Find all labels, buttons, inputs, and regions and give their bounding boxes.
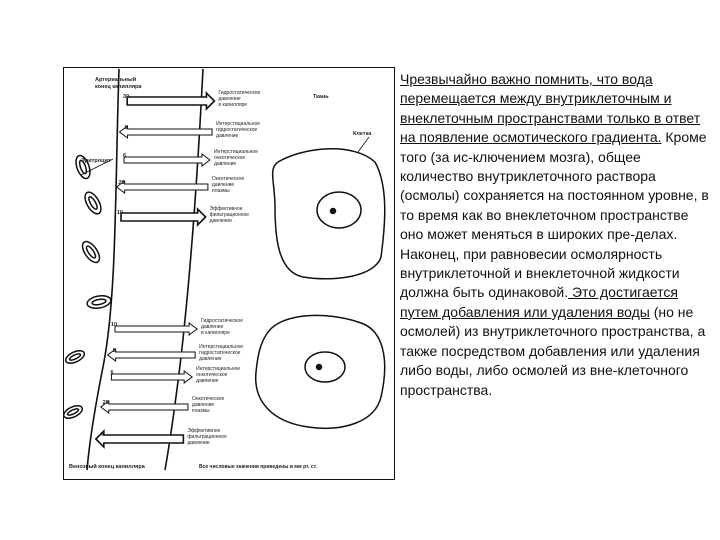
arterial-end-label-line2: конец капилляра [95,84,142,90]
cell-lower [255,314,386,429]
venous-pressure-label: Интерстициальное [199,344,243,350]
erythrocyte-pointer [80,158,114,176]
arterial-pressure-label: Интерстициальное [216,121,260,127]
arterial-pressure-value: 28 [118,180,124,186]
erythrocyte [81,240,101,264]
arterial-pressure-arrow [126,91,216,111]
venous-pressure-value: 8 [113,348,116,354]
osmotic-gradient-sentence: Чрезвычайно важно помнить, что вода пере… [400,71,701,146]
arterial-pressure-label: Гидростатическое [218,90,260,96]
venous-pressure-label: давление [201,324,223,330]
venous-pressure-value: 28 [103,400,109,406]
arterial-pressure-label: давление [218,96,240,102]
arterial-pressure-arrow [120,207,207,227]
arterial-pressure-label: плазмы [212,188,230,194]
arterial-pressure-value: 8 [124,125,127,131]
nucleus-upper [316,191,362,229]
erythrocyte-inner [66,408,80,416]
erythrocyte-inner [68,353,82,361]
venous-pressure-label: плазмы [192,408,210,414]
erythrocytes [63,154,112,419]
arterial-pressure-label: гидростатическое [216,127,257,133]
arterial-pressure-label: давление [210,218,232,224]
arterial-pressure-label: онкотическое [214,155,245,161]
venous-pressure-label: давление [187,440,209,446]
arterial-pressure-label: фильтрационное [210,212,250,218]
venous-pressure-value: 7 [101,432,104,438]
arterial-pressure-label: Эффективное [210,206,243,212]
explanatory-paragraph: Чрезвычайно важно помнить, что вода пере… [400,70,710,400]
arterial-pressure-label: Интерстициальное [214,149,258,155]
cell-pointer [357,136,370,153]
nucleus-lower [304,351,346,383]
erythrocyte-inner [88,196,98,210]
arterial-pressure-label: Онкотическое [212,176,245,182]
venous-pressure-arrow [114,322,198,336]
erythrocyte-inner [91,298,107,306]
erythrocyte [63,405,84,419]
cell-upper [271,148,386,280]
venous-pressure-label: давление [196,378,218,384]
arterial-pressure-arrow [123,153,211,167]
venous-pressure-label: в капилляре [201,330,230,336]
nucleolus-upper [329,207,337,215]
venous-pressure-label: Онкотическое [192,396,225,402]
venous-pressure-label: давление [192,402,214,408]
nucleolus-lower [315,363,323,371]
arterial-end-label-line1: Артериальный [95,76,136,83]
arterial-pressure-value: 10 [117,210,123,216]
erythrocyte [86,294,112,310]
erythrocyte [84,191,102,215]
venous-pressure-arrow [94,429,185,449]
erythrocyte-label: Эритроцит [81,158,111,164]
venous-pressure-label: Интерстициальное [196,366,240,372]
arterial-pressure-label: давление [212,182,234,188]
venous-pressure-arrow [106,348,196,362]
venous-pressure-arrow [110,369,194,385]
venous-pressure-label: онкотическое [196,372,227,378]
osmole-adjustment-sentence: (но не осмолей) из внутриклеточного прос… [400,303,706,398]
erythrocyte-inner [85,245,97,259]
diagram-frame [63,67,395,480]
venous-pressure-label: Гидростатическое [201,318,243,324]
tissue-cells [255,148,386,429]
arterial-pressure-value: 30 [123,94,129,100]
osmolarity-sentences: Кроме того (за ис-ключением мозга), обще… [400,129,709,301]
venous-pressure-arrow [99,400,189,414]
arterial-pressure-label: давление [214,161,236,167]
venous-pressure-value: 10 [111,322,117,328]
tissue-label: Ткань [313,94,329,100]
arterial-pressure-value: 6 [123,153,126,159]
water-adjustment-sentence: Это достигается путем добавления или уда… [400,284,678,320]
erythrocyte [75,154,91,180]
arterial-pressure-label: в капилляре [218,102,247,108]
arterial-pressure-label: давление [216,133,238,139]
cell-label: Клетка [353,131,372,137]
units-footnote: Все числовые значения приведены в мм рт.… [199,464,318,470]
venous-pressure-label: фильтрационное [187,434,227,440]
venous-pressure-label: Эффективное [187,428,220,434]
erythrocyte-inner [78,159,88,175]
capillary-wall-left [86,68,120,471]
venous-pressure-label: гидростатическое [199,350,240,356]
erythrocyte [64,350,86,364]
venous-pressure-label: давление [199,356,221,362]
explanatory-text: Чрезвычайно важно помнить, что вода пере… [400,70,710,400]
arterial-pressure-arrow [118,125,213,139]
venous-end-label: Венозный конец капилляра [69,463,146,470]
arterial-pressure-arrow [115,180,209,194]
venous-pressure-value: 6 [110,370,113,376]
